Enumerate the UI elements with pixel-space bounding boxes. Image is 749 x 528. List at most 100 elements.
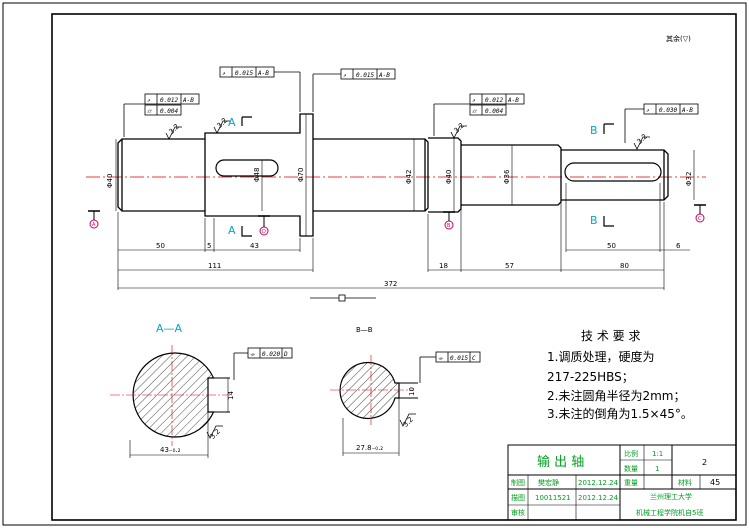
tb-material-value: 45: [710, 478, 720, 487]
dim-sec-a-depth: 43₋₀.₂: [160, 446, 181, 454]
tol2-symbol: ↗: [343, 72, 347, 79]
dim-diam-flange: Φ70: [297, 168, 305, 182]
tb-drawn-date: 2012.12.24: [578, 479, 619, 487]
tol4-value: 0.004: [160, 108, 178, 115]
tol7-symbol: ↗: [646, 107, 650, 114]
tech-req-line4: 3.未注的倒角为1.5×45°。: [547, 406, 693, 421]
tol1-datum: A-B: [257, 70, 269, 77]
section-cut-marks: A A B B: [228, 116, 614, 237]
tech-req-line1: 1.调质处理，硬度为: [547, 349, 654, 364]
tol8-symbol: ⌯: [250, 351, 256, 358]
section-title-bb: B—B: [356, 326, 373, 334]
corner-roughness-mark: 其余(▽): [666, 34, 691, 43]
datum-label-d: D: [262, 229, 266, 235]
tol7-datum: A-B: [681, 107, 693, 114]
shaft-outline: [117, 113, 669, 237]
tech-req-line2: 217-225HBS；: [547, 370, 634, 384]
dim-diam-mid: Φ42: [405, 170, 413, 184]
diameter-dim-lines: [115, 114, 695, 236]
section-mark-b-bottom: B: [590, 214, 598, 227]
dim-diam-left-journal: Φ40: [106, 174, 114, 188]
datum-markers: [88, 204, 706, 236]
tol8-datum: D: [283, 351, 288, 358]
section-title-aa: A—A: [156, 322, 183, 335]
tb-sheet-no: 2: [702, 458, 707, 467]
tb-student-no: 10011521: [535, 494, 571, 502]
tol7-value: 0.030: [659, 107, 677, 114]
tol8-value: 0.020: [262, 351, 280, 358]
dim-sec-b-width: 10: [408, 387, 416, 396]
tb-material-label: 材料: [678, 478, 692, 487]
tb-class: 机械工程学院机自5班: [636, 508, 703, 517]
tol9-symbol: ⌯: [438, 355, 444, 362]
tech-req-line3: 2.未注圆角半径为2mm；: [547, 388, 685, 403]
tol3-symbol: ↗: [147, 97, 151, 104]
dim-len-80: 80: [620, 262, 629, 270]
tb-student-label: 描图: [511, 493, 525, 502]
roughness-4: 3.2: [635, 132, 649, 146]
section-aa-view: [110, 345, 230, 458]
dim-len-5: 5: [207, 242, 211, 250]
tol5-symbol: ↗: [472, 97, 476, 104]
roughness-5: 3.2: [208, 427, 222, 441]
tol9-value: 0.015: [450, 355, 468, 362]
tol2-datum: A-B: [378, 72, 390, 79]
datum-label-a: A: [92, 222, 96, 228]
tol5-value: 0.012: [485, 97, 503, 104]
tol5-datum: A-B: [507, 97, 519, 104]
tol6-value: 0.004: [485, 108, 503, 115]
title-block: [507, 444, 737, 521]
dim-len-43: 43: [250, 242, 259, 250]
dim-diam-right-end: Φ32: [685, 172, 693, 186]
tb-check-label: 审核: [511, 508, 525, 517]
tol2-value: 0.015: [356, 72, 374, 79]
dim-len-6: 6: [676, 242, 681, 250]
tol1-value: 0.015: [235, 70, 253, 77]
tb-qty-label: 数量: [624, 464, 638, 473]
tb-drawn-label: 制图: [511, 478, 525, 487]
dim-len-57: 57: [505, 262, 514, 270]
tol4-symbol: ⌭: [147, 108, 153, 115]
tb-part-name: 输 出 轴: [537, 454, 584, 470]
section-mark-a-top: A: [228, 116, 236, 129]
datum-label-c: C: [698, 216, 702, 222]
inner-frame: [51, 13, 737, 521]
roughness-symbols: [165, 120, 650, 439]
section-mark-a-bottom: A: [228, 224, 236, 237]
tb-scale-label: 比例: [624, 449, 638, 458]
dim-len-50-left: 50: [156, 242, 165, 250]
tech-req-title: 技 术 要 求: [581, 329, 640, 343]
roughness-6: 3.2: [401, 415, 415, 429]
length-dim-lines: [117, 183, 690, 290]
roughness-1: 3.2: [167, 122, 181, 136]
dim-len-372: 372: [384, 280, 397, 288]
roughness-3: 3.2: [452, 121, 466, 135]
tolerance-frames: [123, 66, 699, 383]
tb-drawn-name: 樊宏静: [538, 478, 559, 487]
tol3-datum: A-B: [182, 97, 194, 104]
dim-sec-b-depth: 27.8₋₀.₂: [356, 444, 383, 452]
tol3-value: 0.012: [160, 97, 178, 104]
dim-len-111: 111: [208, 262, 221, 270]
tol6-symbol: ⌭: [472, 108, 478, 115]
dim-diam-bearing: Φ40: [445, 170, 453, 184]
dim-len-18: 18: [439, 262, 448, 270]
datum-label-b: B: [447, 223, 451, 229]
dim-len-50-right: 50: [607, 242, 616, 250]
section-bb-view: [330, 355, 418, 456]
dim-diam-key-a: Φ48: [253, 168, 261, 182]
tb-qty-value: 1: [655, 465, 659, 473]
view-indicator: [310, 294, 376, 302]
tb-scale-value: 1:1: [652, 450, 663, 458]
tb-student-date: 2012.12.24: [578, 494, 619, 502]
roughness-2: 3.2: [215, 116, 229, 130]
dim-sec-a-width: 14: [227, 391, 235, 400]
tb-weight-label: 重量: [624, 479, 638, 487]
keyways: [215, 159, 662, 182]
tb-school: 兰州理工大学: [650, 492, 692, 501]
tol1-symbol: ↗: [222, 70, 226, 77]
tol9-datum: C: [472, 355, 476, 362]
dim-diam-step: Φ36: [503, 169, 511, 184]
section-mark-b-top: B: [590, 124, 598, 137]
